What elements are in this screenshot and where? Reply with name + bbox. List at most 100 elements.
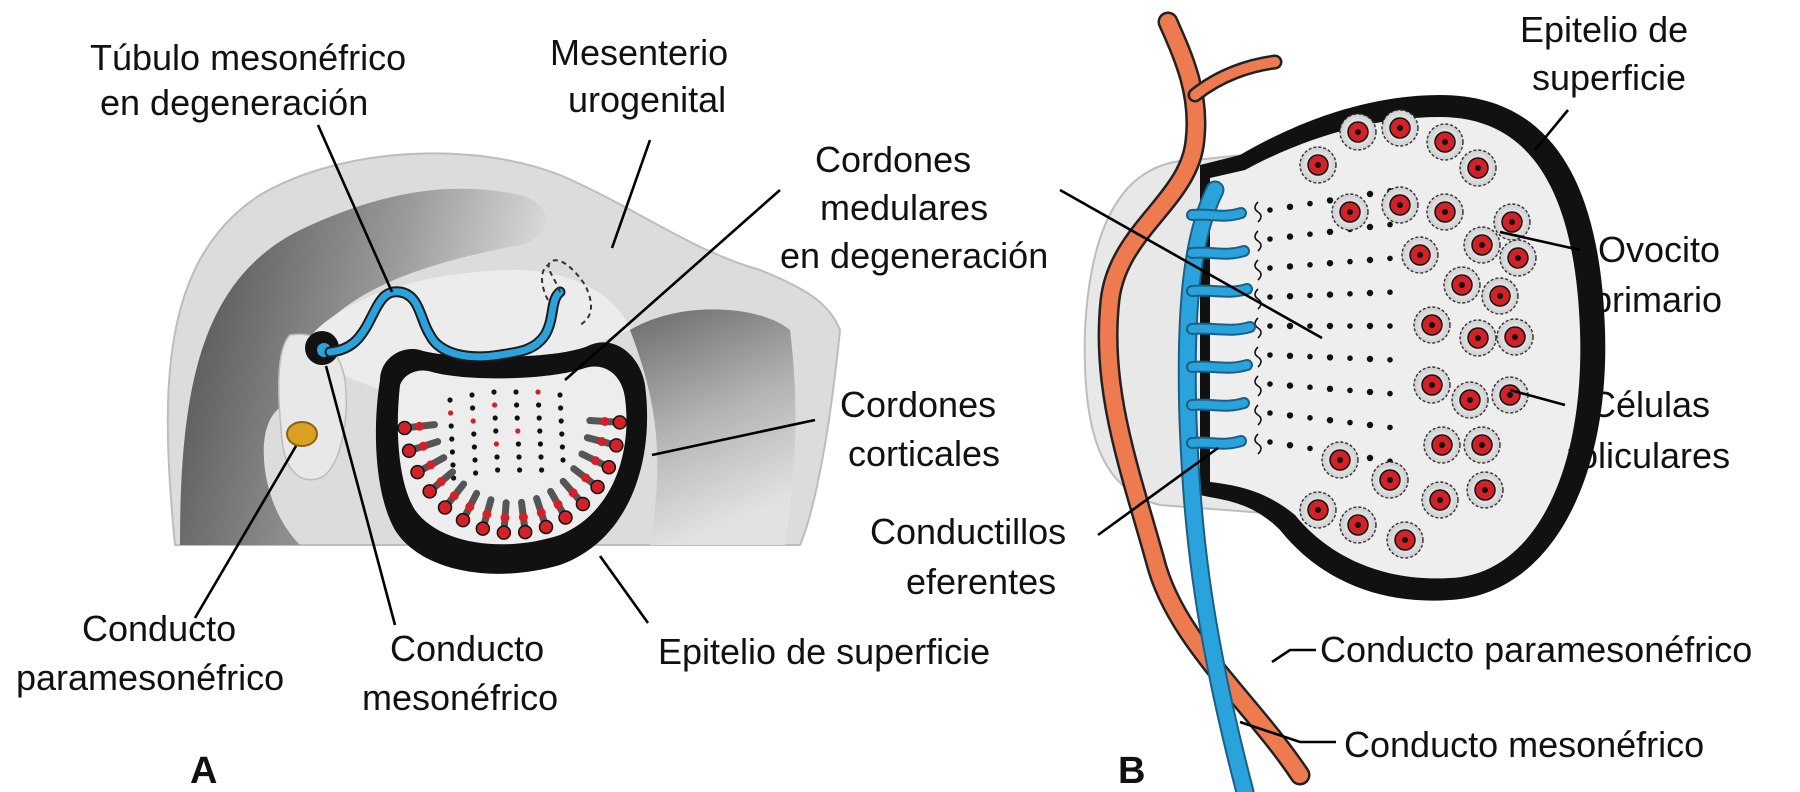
medullary-dot <box>560 457 565 462</box>
medullary-cord-dot <box>1367 323 1373 329</box>
cortical-germ-cell <box>591 456 600 465</box>
cortical-germ-cell <box>591 481 604 494</box>
medullary-dot <box>516 454 521 459</box>
oocyte-nucleus <box>1475 165 1481 171</box>
panel-b: Epitelio de superficie Ovocito primario … <box>870 9 1752 792</box>
medullary-cord-dot <box>1287 293 1293 299</box>
cortical-germ-cell <box>497 526 510 539</box>
medullary-cord-dot <box>1347 420 1353 426</box>
cortical-germ-cell <box>610 439 623 452</box>
oocyte-nucleus <box>1467 397 1473 403</box>
medullary-cord-dot <box>1367 356 1373 362</box>
medullary-cord-dot <box>1327 323 1333 329</box>
oocyte-nucleus <box>1387 477 1393 483</box>
medullary-cord-dot <box>1307 293 1313 299</box>
oocyte-nucleus <box>1337 457 1343 463</box>
medullary-dot <box>450 462 455 467</box>
medullary-dot <box>538 454 543 459</box>
cortical-germ-cell <box>439 501 452 514</box>
label-conductillos-1: Conductillos <box>870 511 1066 552</box>
medullary-dot <box>493 428 498 433</box>
efferent-ductule <box>1192 251 1244 254</box>
cortical-germ-cell <box>597 437 606 446</box>
medullary-dot <box>557 392 562 397</box>
panel-letter-a: A <box>190 750 217 792</box>
oocyte-nucleus <box>1417 252 1423 258</box>
medullary-cord-dot <box>1267 352 1273 358</box>
label-paramesonefrico-2: paramesonéfrico <box>16 657 284 698</box>
medullary-cord-dot <box>1347 323 1353 329</box>
label-mesonefrico-1: Conducto <box>390 628 544 669</box>
cortical-germ-cell <box>500 513 509 522</box>
medullary-cord-dot <box>1367 224 1373 230</box>
medullary-cord-dot <box>1367 290 1373 296</box>
medullary-cord-dot <box>1287 233 1293 239</box>
oocyte-nucleus <box>1497 293 1503 299</box>
medullary-dot <box>513 389 518 394</box>
label-mesenterio-1: Mesenterio <box>550 32 728 73</box>
label-mesenterio-2: urogenital <box>568 79 726 120</box>
label-tubulo-1: Túbulo mesonéfrico <box>90 37 406 78</box>
medullary-dot <box>537 415 542 420</box>
cortical-germ-cell <box>450 491 459 500</box>
cortical-germ-cell <box>398 421 411 434</box>
medullary-dot <box>560 444 565 449</box>
medullary-cord-dot <box>1267 410 1273 416</box>
oocyte-nucleus <box>1429 382 1435 388</box>
medullary-dot <box>538 441 543 446</box>
medullary-cord-dot <box>1387 323 1393 329</box>
medullary-dot <box>559 431 564 436</box>
cortical-germ-cell <box>423 485 436 498</box>
oocyte-nucleus <box>1507 392 1513 398</box>
oocyte-nucleus <box>1442 139 1448 145</box>
medullary-dot <box>537 428 542 433</box>
label-cordones-med-3: en degeneración <box>780 235 1048 276</box>
cortical-germ-cell <box>581 473 590 482</box>
medullary-dot <box>535 389 540 394</box>
oocyte-nucleus <box>1482 487 1488 493</box>
cortical-germ-cell <box>415 422 424 431</box>
cortical-germ-cell <box>576 498 589 511</box>
leader-paramesonefrico-b <box>1272 650 1316 662</box>
medullary-cord-dot <box>1387 289 1393 295</box>
medullary-cord-dot <box>1367 191 1373 197</box>
cortical-germ-cell <box>554 500 563 509</box>
medullary-cord-dot <box>1387 391 1393 397</box>
medullary-cord-dot <box>1267 294 1273 300</box>
cortical-germ-cell <box>465 502 474 511</box>
label-epitelio-a: Epitelio de superficie <box>658 631 990 672</box>
oocyte-nucleus <box>1402 537 1408 543</box>
oocyte-nucleus <box>1429 322 1435 328</box>
label-cordones-med-1: Cordones <box>815 139 971 180</box>
medullary-cord-dot <box>1327 386 1333 392</box>
medullary-cord-dot <box>1327 354 1333 360</box>
oocyte-nucleus <box>1515 255 1521 261</box>
cortical-germ-cell <box>600 417 609 426</box>
efferent-ductule <box>1192 365 1247 368</box>
medullary-dot <box>471 418 476 423</box>
medullary-cord-dot <box>1347 355 1353 361</box>
oocyte-nucleus <box>1437 497 1443 503</box>
panel-letter-b: B <box>1118 750 1145 792</box>
medullary-cord-dot <box>1367 455 1373 461</box>
medullary-dot <box>493 415 498 420</box>
label-epitelio-b-1: Epitelio de <box>1520 9 1688 50</box>
oocyte-nucleus <box>1509 219 1515 225</box>
medullary-dot <box>492 402 497 407</box>
cortical-germ-cell <box>437 477 446 486</box>
label-cordones-med-2: medulares <box>820 187 988 228</box>
medullary-cord-dot <box>1367 257 1373 263</box>
oocyte-nucleus <box>1315 507 1321 513</box>
medullary-dot <box>449 436 454 441</box>
medullary-dot <box>515 428 520 433</box>
medullary-cord-dot <box>1327 417 1333 423</box>
medullary-dot <box>447 397 452 402</box>
medullary-cord-dot <box>1307 354 1313 360</box>
medullary-cord-dot <box>1267 265 1273 271</box>
oocyte-nucleus <box>1315 162 1321 168</box>
label-tubulo-2: en degeneración <box>100 82 368 123</box>
label-ovocito-1: Ovocito <box>1598 229 1720 270</box>
medullary-cord-dot <box>1367 389 1373 395</box>
medullary-dot <box>473 470 478 475</box>
label-epitelio-b-2: superficie <box>1532 57 1686 98</box>
